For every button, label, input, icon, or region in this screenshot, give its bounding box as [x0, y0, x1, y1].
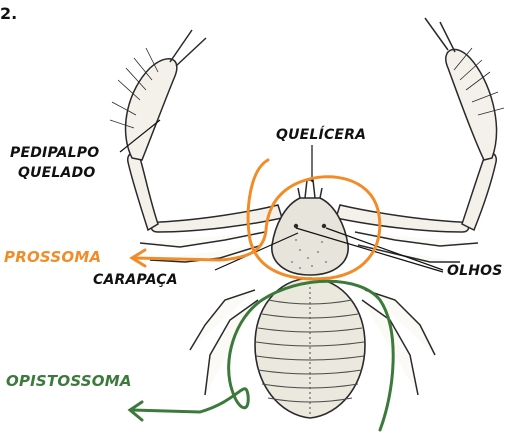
right-palp-chela: [446, 49, 497, 160]
label-olhos: OLHOS: [447, 264, 503, 278]
left-leg-1: [140, 232, 265, 247]
eye-left-icon: [294, 224, 298, 228]
left-palp-chela: [126, 59, 177, 160]
right-pedipalp: [336, 18, 496, 232]
right-palp-finger: [425, 18, 455, 52]
left-palp-tibia: [128, 153, 158, 230]
eye-right-icon: [322, 224, 326, 228]
carapace: [272, 198, 348, 275]
label-quelicera: QUELÍCERA: [276, 128, 366, 142]
label-opistossoma: OPISTOSSOMA: [6, 374, 132, 389]
right-palp-tibia: [462, 153, 496, 230]
label-carapaca: CARAPAÇA: [93, 273, 178, 287]
left-palp-femur: [151, 205, 282, 232]
right-palp-femur: [336, 205, 469, 232]
right-leg-1: [355, 232, 478, 246]
label-prossoma: PROSSOMA: [4, 250, 101, 265]
label-pedipalpo-line1: PEDIPALPO: [10, 146, 99, 160]
left-palp-finger: [170, 30, 206, 66]
label-pedipalpo-line2: QUELADO: [18, 166, 96, 180]
left-pedipalp: [126, 30, 282, 232]
